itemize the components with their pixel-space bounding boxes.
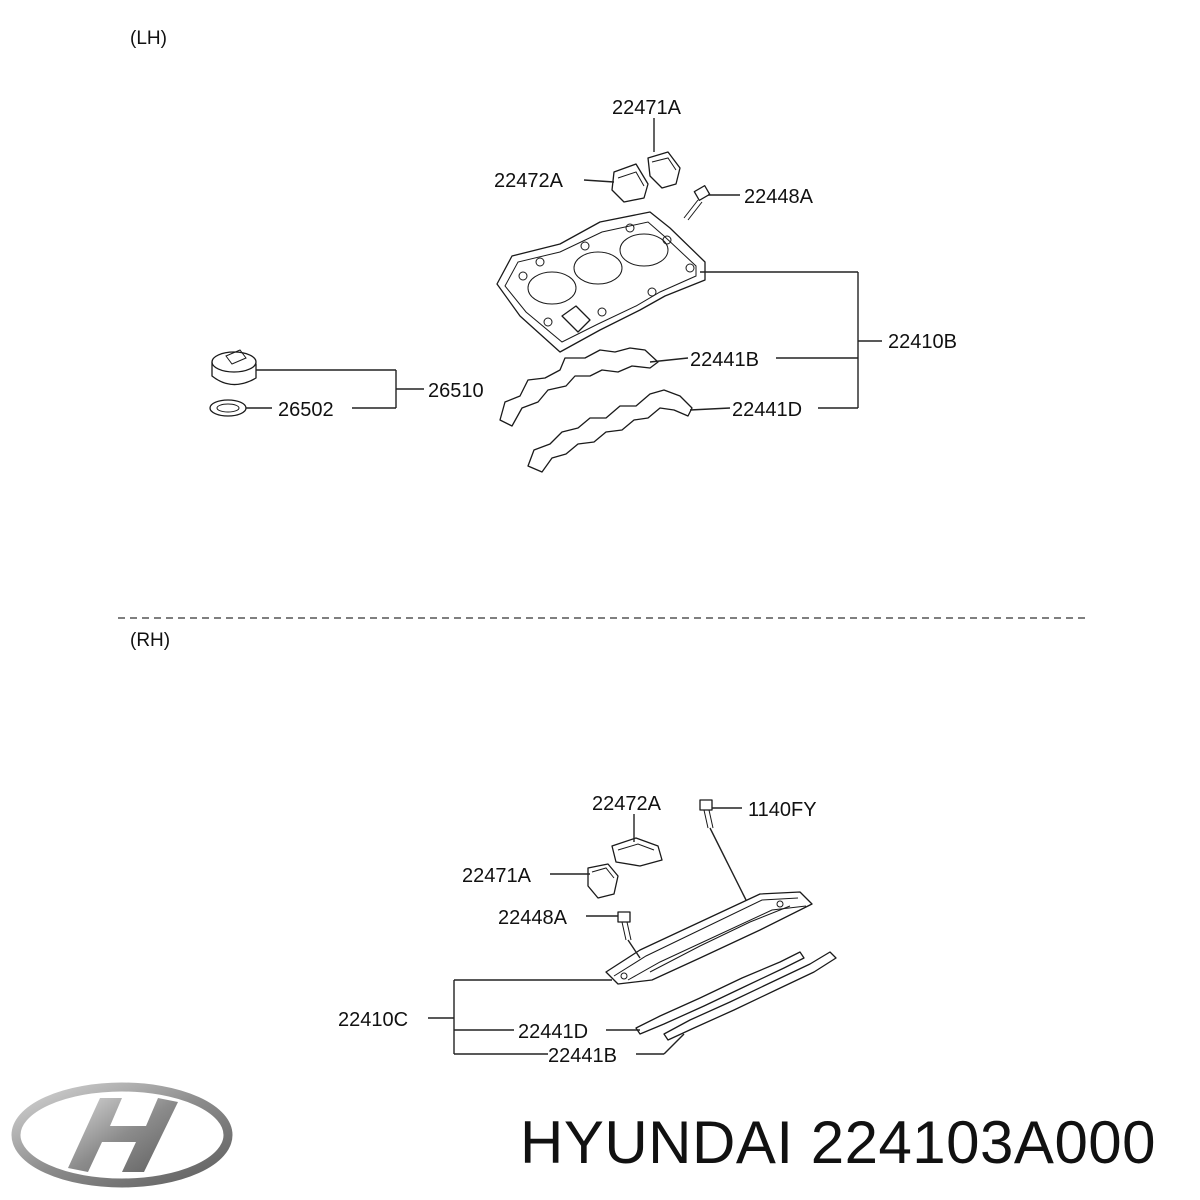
bolt-22448A-lh	[683, 185, 711, 221]
part-number: 224103A000	[810, 1109, 1157, 1176]
leader-lines-rh	[428, 807, 747, 1055]
seal-ring-26502	[209, 399, 247, 417]
label-22410C: 22410C	[338, 1009, 408, 1031]
gasket-22441B-rh	[663, 951, 837, 1041]
label-22441D-lh: 22441D	[732, 399, 802, 421]
section-label-lh: (LH)	[130, 28, 167, 49]
label-22471A-rh: 22471A	[462, 865, 532, 887]
section-label-rh: (RH)	[130, 630, 170, 651]
rocker-cover-rh	[605, 891, 813, 985]
label-22441D-rh: 22441D	[518, 1021, 588, 1043]
label-22471A-lh: 22471A	[612, 97, 682, 119]
gasket-22441D-rh	[635, 951, 805, 1035]
oil-filler-cap-26510	[211, 349, 257, 386]
rocker-cover-lh	[496, 211, 706, 353]
gasket-22441D-lh	[527, 389, 693, 473]
bracket-22471A-rh	[587, 863, 619, 899]
label-22448A-rh: 22448A	[498, 907, 568, 929]
label-22441B-rh: 22441B	[548, 1045, 617, 1067]
leader-lines-lh	[246, 118, 882, 411]
bracket-22471A-lh	[647, 151, 681, 189]
label-26502: 26502	[278, 399, 334, 421]
label-26510: 26510	[428, 380, 484, 402]
bolt-22448A-rh	[617, 911, 632, 941]
label-22472A-lh: 22472A	[494, 170, 564, 192]
bolt-1140FY	[699, 799, 714, 829]
label-22448A-lh: 22448A	[744, 186, 814, 208]
brand-name: HYUNDAI	[520, 1109, 794, 1176]
label-22441B-lh: 22441B	[690, 349, 759, 371]
bracket-22472A-lh	[611, 163, 649, 203]
gasket-22441B-lh	[499, 347, 659, 427]
footer-title: HYUNDAI 224103A000	[520, 1108, 1156, 1177]
label-22472A-rh: 22472A	[592, 793, 662, 815]
label-22410B: 22410B	[888, 331, 957, 353]
label-1140FY: 1140FY	[748, 799, 817, 821]
bracket-22472A-rh	[611, 837, 663, 867]
hyundai-logo	[11, 1082, 233, 1188]
